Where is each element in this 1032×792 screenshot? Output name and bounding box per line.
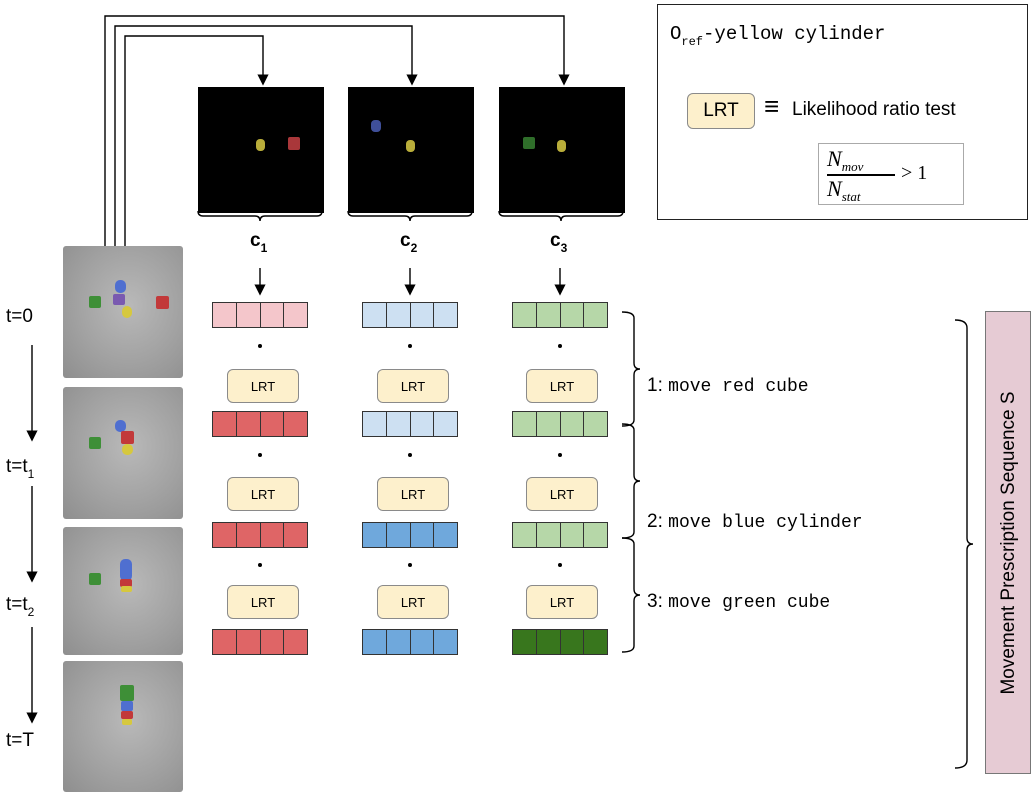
yellow-cylinder — [406, 140, 415, 152]
blue-cylinder — [115, 280, 126, 293]
ellipsis-dot — [408, 344, 412, 348]
ellipsis-dot — [558, 344, 562, 348]
embedding-vector-c3-t0 — [512, 302, 608, 328]
embedding-vector-c1-t1 — [212, 411, 308, 437]
embedding-vector-c2-t1 — [362, 411, 458, 437]
scene-image-tT — [63, 661, 183, 792]
ellipsis-dot — [408, 563, 412, 567]
time-label-1: t=t1 — [6, 456, 35, 481]
embedding-vector-c2-t2 — [362, 522, 458, 548]
ellipsis-dot — [408, 453, 412, 457]
embedding-vector-c2-tT — [362, 629, 458, 655]
lrt-block: LRT — [526, 585, 598, 619]
legend-box: Oref-yellow cylinder LRT ≡ Likelihood ra… — [657, 4, 1028, 220]
lrt-block: LRT — [227, 477, 299, 511]
mask-image-c1 — [198, 87, 324, 213]
embedding-vector-c2-t0 — [362, 302, 458, 328]
yellow-cylinder — [122, 444, 133, 455]
lrt-block: LRT — [227, 369, 299, 403]
green-cube — [523, 137, 535, 149]
step-label-2: 2: move blue cylinder — [647, 511, 863, 533]
ellipsis-dot — [258, 344, 262, 348]
lrt-description: Likelihood ratio test — [792, 99, 956, 120]
red-cube — [120, 579, 132, 587]
embedding-vector-c3-t2 — [512, 522, 608, 548]
lrt-block: LRT — [377, 369, 449, 403]
red-cube — [288, 137, 300, 150]
step-label-1: 1: move red cube — [647, 375, 809, 397]
ellipsis-dot — [258, 563, 262, 567]
ellipsis-dot — [558, 563, 562, 567]
sequence-label: Movement Prescription Sequence S — [998, 391, 1019, 695]
step-label-3: 3: move green cube — [647, 591, 831, 613]
red-cube — [121, 431, 134, 444]
yellow-cylinder — [122, 306, 132, 318]
blue-cylinder — [115, 420, 126, 432]
lrt-block: LRT — [526, 477, 598, 511]
yellow-cylinder — [557, 140, 566, 152]
scene-image-t1 — [63, 387, 183, 519]
scene-image-t2 — [63, 527, 183, 655]
ellipsis-dot — [558, 453, 562, 457]
channel-label-c3: c3 — [550, 230, 568, 255]
green-cube — [89, 296, 101, 308]
embedding-vector-c1-tT — [212, 629, 308, 655]
legend-lrt-key: LRT — [687, 93, 755, 129]
green-cube — [89, 437, 101, 449]
time-label-0: t=0 — [6, 306, 33, 327]
time-label-2: t=t2 — [6, 594, 35, 619]
ratio-formula: Nmov Nstat > 1 — [818, 143, 964, 205]
mask-image-c3 — [499, 87, 625, 213]
lrt-block: LRT — [377, 477, 449, 511]
yellow-cylinder — [121, 586, 132, 592]
yellow-cylinder — [122, 719, 132, 725]
embedding-vector-c3-tT — [512, 629, 608, 655]
lrt-block: LRT — [377, 585, 449, 619]
channel-label-c2: c2 — [400, 230, 418, 255]
red-cube — [121, 711, 133, 719]
red-cube — [156, 296, 169, 309]
mask-image-c2 — [348, 87, 474, 213]
yellow-cylinder — [256, 139, 265, 151]
lrt-block: LRT — [526, 369, 598, 403]
scene-image-t0 — [63, 246, 183, 378]
time-label-3: t=T — [6, 730, 34, 751]
blue-cylinder — [371, 120, 381, 132]
reference-object-label: Oref-yellow cylinder — [670, 23, 886, 49]
embedding-vector-c3-t1 — [512, 411, 608, 437]
channel-label-c1: c1 — [250, 230, 268, 255]
lrt-block: LRT — [227, 585, 299, 619]
purple-block — [113, 294, 125, 305]
blue-cylinder — [121, 701, 133, 711]
ellipsis-dot — [258, 453, 262, 457]
blue-cylinder — [120, 559, 132, 581]
embedding-vector-c1-t2 — [212, 522, 308, 548]
embedding-vector-c1-t0 — [212, 302, 308, 328]
green-cube — [89, 573, 101, 585]
green-cube — [120, 685, 134, 701]
equivalence-symbol: ≡ — [764, 91, 780, 121]
sequence-label-box — [985, 311, 1031, 774]
